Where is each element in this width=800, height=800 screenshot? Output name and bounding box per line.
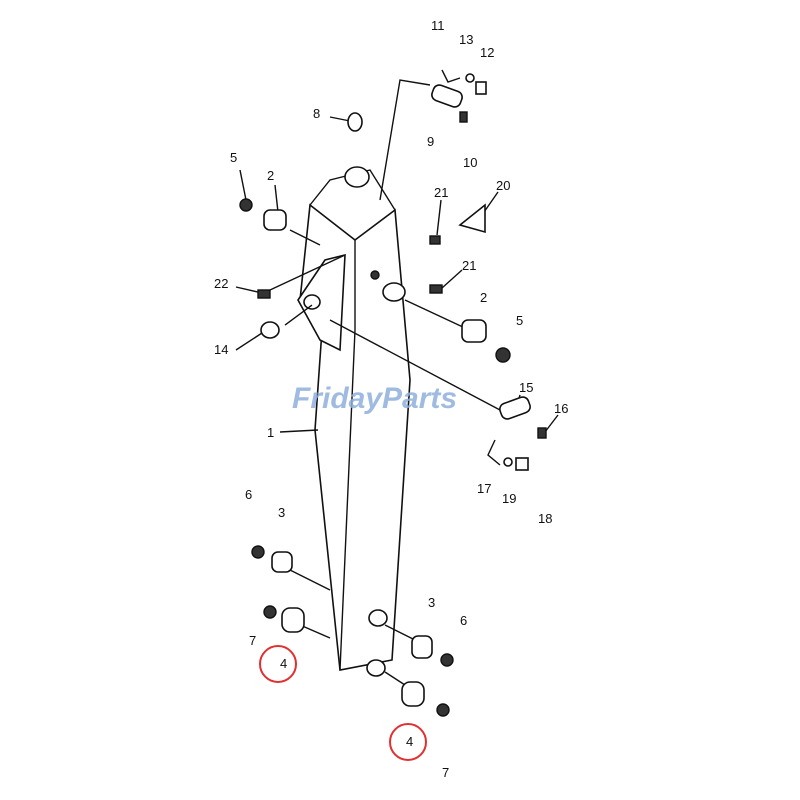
callout-label: 5 (230, 150, 237, 165)
callout-label: 1 (267, 425, 274, 440)
callout-label: 17 (477, 481, 491, 496)
callout-label: 6 (245, 487, 252, 502)
callout-label: 9 (427, 134, 434, 149)
leader-lines (235, 79, 559, 686)
callout-label: 10 (463, 155, 477, 170)
callout-label: 3 (428, 595, 435, 610)
callout-label: 4 (280, 656, 287, 671)
callout-label: 19 (502, 491, 516, 506)
callout-label: 21 (434, 185, 448, 200)
callout-label: 11 (431, 18, 445, 33)
callout-label: 7 (442, 765, 449, 780)
component-parts (239, 69, 547, 717)
highlight-circle (259, 645, 297, 683)
callout-label: 21 (462, 258, 476, 273)
callout-label: 20 (496, 178, 510, 193)
highlight-circle (389, 723, 427, 761)
callout-label: 8 (313, 106, 320, 121)
callout-label: 7 (249, 633, 256, 648)
callout-label: 2 (480, 290, 487, 305)
callout-label: 14 (214, 342, 228, 357)
callout-label: 13 (459, 32, 473, 47)
callout-label: 3 (278, 505, 285, 520)
callout-label: 16 (554, 401, 568, 416)
callout-label: 4 (406, 734, 413, 749)
arm-body (297, 166, 411, 677)
callout-label: 6 (460, 613, 467, 628)
callout-label: 5 (516, 313, 523, 328)
callout-label: 22 (214, 276, 228, 291)
callout-label: 12 (480, 45, 494, 60)
callout-label: 2 (267, 168, 274, 183)
callout-label: 15 (519, 380, 533, 395)
callout-label: 18 (538, 511, 552, 526)
callout-labels: 11 13 12 8 9 10 5 2 21 20 22 21 2 5 14 1… (214, 18, 568, 780)
svg-text:FridayParts: FridayParts (292, 382, 457, 415)
fridayparts-watermark-logo: FridayParts (292, 382, 457, 415)
